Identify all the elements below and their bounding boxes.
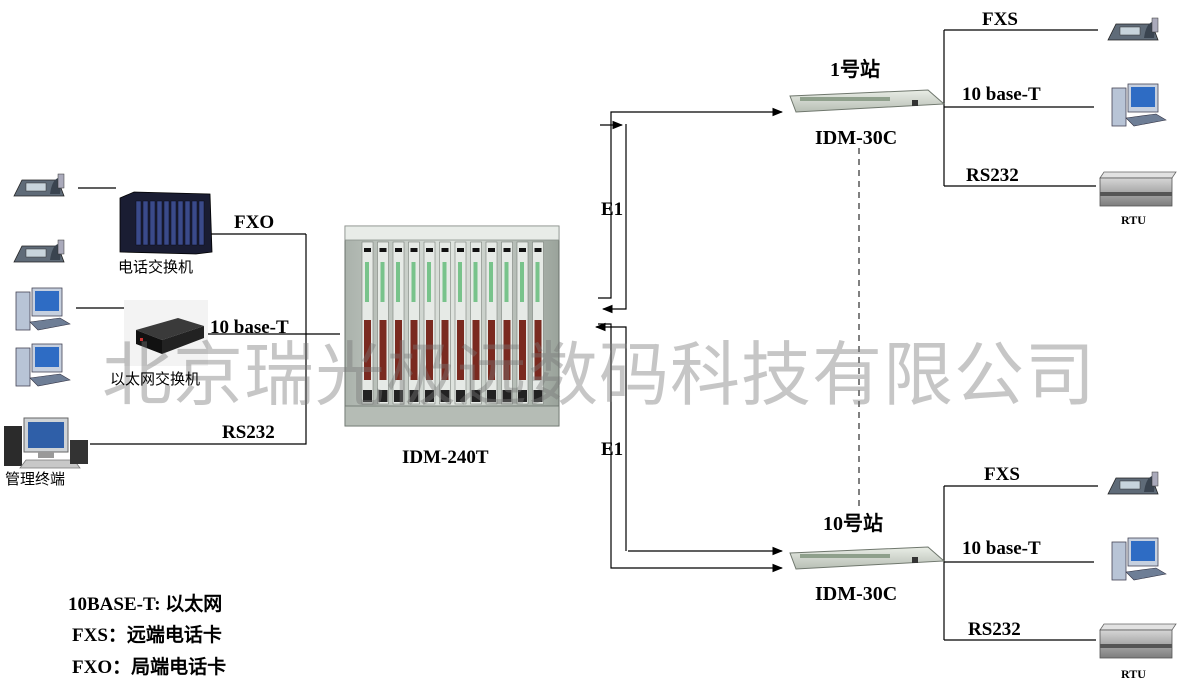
computer-icon xyxy=(15,83,1167,581)
station10-ethernet-label: 10 base-T xyxy=(962,538,1041,559)
station1-box xyxy=(789,89,946,113)
pbx-label: 电话交换机 xyxy=(118,258,194,276)
station1-rtu-label: RTU xyxy=(1121,213,1146,227)
computer-icon xyxy=(15,287,71,331)
rack-card xyxy=(439,241,451,405)
switch-label: 以太网交换机 xyxy=(110,370,201,388)
fxo-port-label: FXO xyxy=(234,212,275,233)
legend-fxs: FXS：远端电话卡 xyxy=(72,625,222,646)
rack-card xyxy=(361,241,374,405)
terminal-label: 管理终端 xyxy=(5,470,66,488)
rack-cards xyxy=(361,241,544,405)
rack-card xyxy=(392,241,405,405)
station10-box xyxy=(789,546,946,570)
central-serial-label: RS232 xyxy=(222,422,275,443)
legend-ethernet: 10BASE-T: 以太网 xyxy=(68,594,223,615)
phone-icon xyxy=(1107,471,1159,495)
station1-name: 1号站 xyxy=(830,59,880,81)
phone-icon xyxy=(13,173,65,197)
computer-icon xyxy=(1111,83,1167,127)
e1-links xyxy=(594,107,784,573)
phone-icon xyxy=(13,17,1159,495)
central-model-label: IDM-240T xyxy=(402,447,489,468)
company-watermark: 北京瑞光极远数码科技有限公司 xyxy=(102,334,1096,416)
pbx-device xyxy=(119,191,213,255)
rack-card xyxy=(454,241,467,405)
station1-fxs-label: FXS xyxy=(982,9,1018,30)
rtu-device xyxy=(1099,623,1177,659)
station1-tree xyxy=(943,29,1098,187)
ethernet-switch-device xyxy=(124,300,208,366)
station10-serial-label: RS232 xyxy=(968,619,1021,640)
station10-model: IDM-30C xyxy=(815,583,898,605)
e1-top-label: E1 xyxy=(601,199,624,220)
management-terminal-device xyxy=(4,417,88,469)
station10-tree xyxy=(943,485,1098,641)
central-rack xyxy=(344,225,560,427)
computer-icon xyxy=(15,343,71,387)
rack-card xyxy=(501,241,513,405)
rack-card xyxy=(377,241,389,405)
station10-name: 10号站 xyxy=(823,513,883,535)
rtu-device xyxy=(1099,171,1177,207)
station1-ethernet-label: 10 base-T xyxy=(962,84,1041,105)
rack-card xyxy=(516,241,529,405)
station10-rtu-label: RTU xyxy=(1121,667,1146,681)
legend-fxo: FXO：局端电话卡 xyxy=(72,657,227,678)
rack-card xyxy=(485,241,498,405)
rack-card xyxy=(532,241,544,405)
station10-fxs-label: FXS xyxy=(984,464,1020,485)
station1-serial-label: RS232 xyxy=(966,165,1019,186)
phone-icon xyxy=(1107,17,1159,41)
left-connections xyxy=(76,187,340,445)
station1-model: IDM-30C xyxy=(815,127,898,149)
central-ethernet-label: 10 base-T xyxy=(210,317,289,338)
rack-card xyxy=(408,241,420,405)
phone-icon xyxy=(13,239,65,263)
e1-bottom-label: E1 xyxy=(601,439,624,460)
rack-card xyxy=(423,241,436,405)
rack-card xyxy=(470,241,482,405)
computer-icon xyxy=(1111,537,1167,581)
